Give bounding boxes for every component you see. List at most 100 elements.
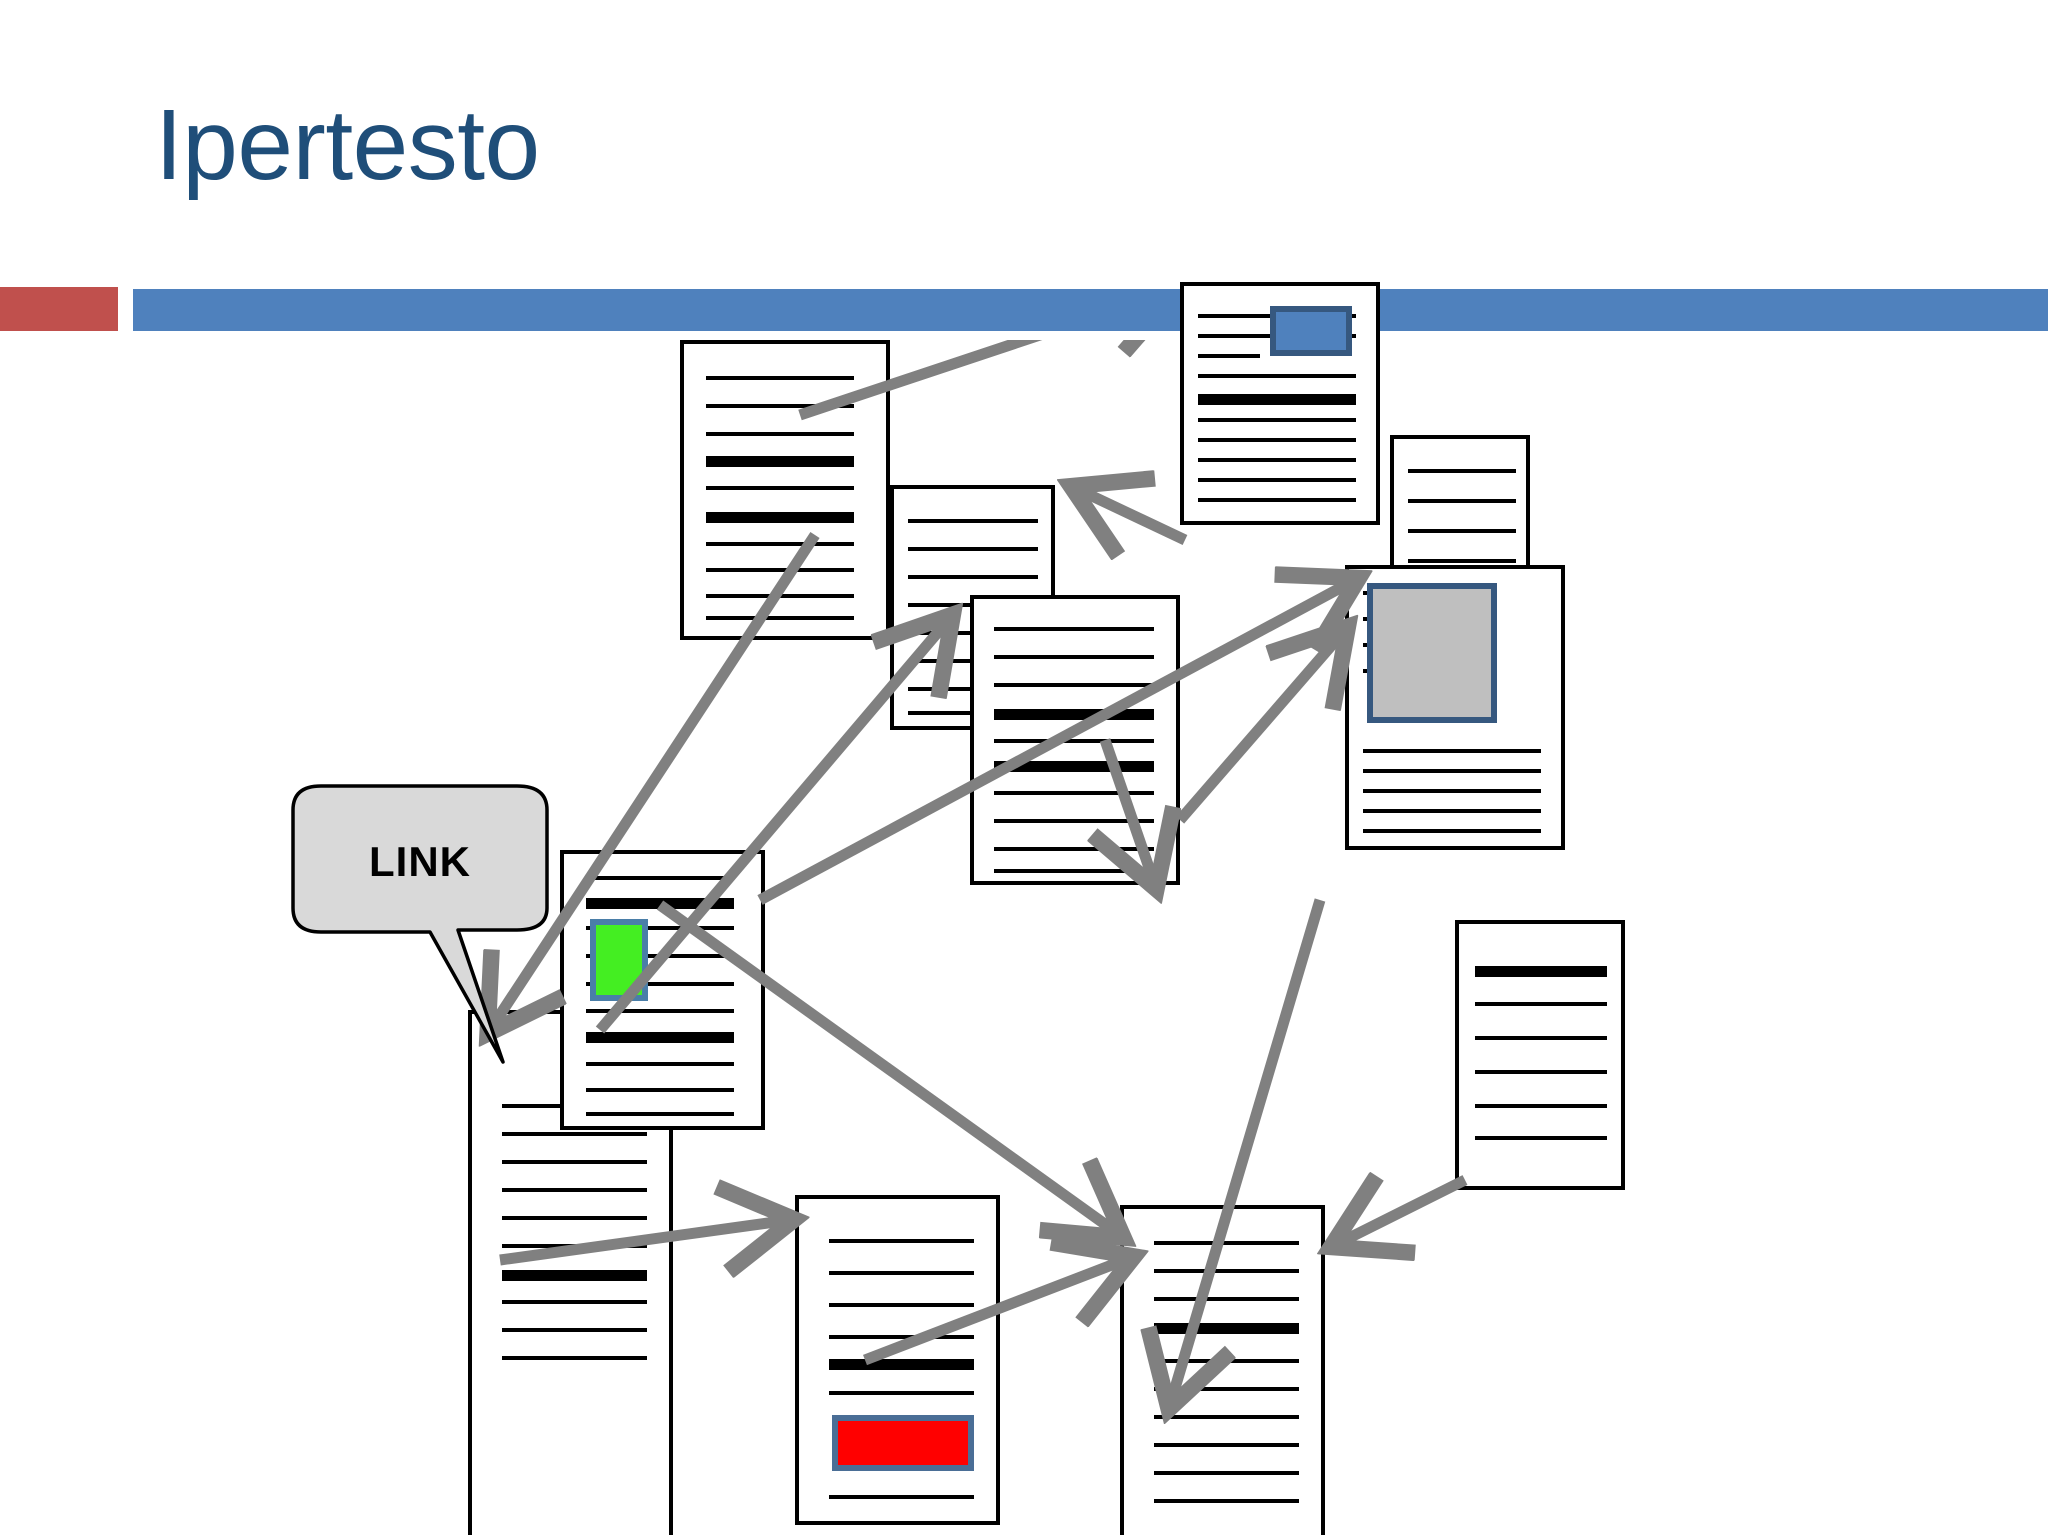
doc-text-line xyxy=(1154,1499,1299,1503)
doc-text-line xyxy=(1198,418,1356,422)
blue-image-box xyxy=(1270,306,1352,356)
doc-text-line xyxy=(829,1335,974,1339)
doc-text-line xyxy=(706,376,854,380)
doc-text-line xyxy=(994,869,1154,873)
doc-text-line xyxy=(1408,529,1516,533)
doc-text-line xyxy=(586,876,734,880)
doc-text-line xyxy=(1363,809,1541,813)
doc-text-line xyxy=(502,1328,647,1332)
doc-text-line xyxy=(1154,1269,1299,1273)
doc-text-line xyxy=(502,1244,647,1248)
doc-text-line xyxy=(1154,1387,1299,1391)
doc-text-line xyxy=(502,1160,647,1164)
document-node-far-right xyxy=(1455,920,1625,1190)
doc-text-line-bold xyxy=(1198,394,1356,405)
doc-text-line xyxy=(829,1239,974,1243)
document-node-bottom-red xyxy=(795,1195,1000,1525)
gray-image-box xyxy=(1367,583,1497,723)
doc-text-line xyxy=(502,1300,647,1304)
doc-text-line xyxy=(994,847,1154,851)
red-image-box xyxy=(832,1415,974,1471)
doc-text-line xyxy=(908,575,1038,579)
doc-text-line-bold xyxy=(586,1032,734,1043)
doc-text-line xyxy=(706,486,854,490)
callout-link-shape xyxy=(291,784,549,1064)
doc-text-line xyxy=(1154,1241,1299,1245)
doc-text-line xyxy=(994,683,1154,687)
doc-text-line xyxy=(994,819,1154,823)
accent-bar-red xyxy=(0,287,118,331)
doc-text-line xyxy=(994,627,1154,631)
doc-text-line xyxy=(502,1216,647,1220)
document-node-bottom-node xyxy=(1120,1205,1325,1535)
doc-text-line xyxy=(1154,1471,1299,1475)
doc-text-line xyxy=(586,1062,734,1066)
doc-text-line xyxy=(994,791,1154,795)
doc-text-line xyxy=(1408,559,1516,563)
doc-text-line xyxy=(1475,1104,1607,1108)
link-arrow xyxy=(1335,1180,1468,1245)
doc-text-line xyxy=(1154,1443,1299,1447)
doc-text-line xyxy=(1198,374,1356,378)
doc-text-line-bold xyxy=(994,761,1154,772)
doc-text-line xyxy=(829,1495,974,1499)
doc-text-line-bold xyxy=(829,1359,974,1370)
document-node-top-center xyxy=(680,340,890,640)
doc-text-line xyxy=(502,1356,647,1360)
doc-text-line xyxy=(706,568,854,572)
doc-text-line-bold xyxy=(1475,966,1607,977)
link-arrow xyxy=(1075,488,1188,540)
doc-text-line-bold xyxy=(1154,1323,1299,1334)
doc-text-line xyxy=(829,1303,974,1307)
link-arrow xyxy=(1175,630,1345,824)
document-node-top-right xyxy=(1180,282,1380,525)
doc-text-line xyxy=(1475,1136,1607,1140)
doc-text-line xyxy=(1154,1297,1299,1301)
doc-text-line xyxy=(1198,438,1356,442)
doc-text-line xyxy=(586,1009,734,1013)
doc-text-line-bold xyxy=(706,456,854,467)
doc-text-line xyxy=(908,519,1038,523)
doc-text-line xyxy=(706,616,854,620)
doc-text-line xyxy=(1475,1070,1607,1074)
callout-link-label: LINK xyxy=(369,838,471,885)
page-title: Ipertesto xyxy=(155,89,540,201)
document-node-mid-center xyxy=(970,595,1180,885)
doc-text-line xyxy=(1154,1359,1299,1363)
doc-text-line-bold xyxy=(706,512,854,523)
doc-text-line xyxy=(1363,749,1541,753)
doc-text-line xyxy=(706,594,854,598)
doc-text-line xyxy=(1198,354,1260,358)
doc-text-line xyxy=(1475,1002,1607,1006)
doc-text-line-bold xyxy=(502,1270,647,1281)
green-image-box xyxy=(590,919,648,1001)
doc-text-line xyxy=(1363,769,1541,773)
doc-text-line xyxy=(1198,478,1356,482)
hypertext-diagram: LINK NODO xyxy=(0,282,2048,1535)
doc-text-line xyxy=(502,1132,647,1136)
doc-text-line xyxy=(1363,789,1541,793)
doc-text-line xyxy=(829,1271,974,1275)
doc-text-line xyxy=(1408,469,1516,473)
doc-text-line xyxy=(1154,1415,1299,1419)
document-node-mid-right xyxy=(1345,565,1565,850)
document-node-left-green xyxy=(560,850,765,1130)
doc-text-line xyxy=(994,655,1154,659)
doc-text-line xyxy=(706,542,854,546)
doc-text-line xyxy=(502,1188,647,1192)
doc-text-line xyxy=(994,739,1154,743)
doc-text-line-bold xyxy=(586,898,734,909)
doc-text-line xyxy=(1198,498,1356,502)
doc-text-line xyxy=(1198,458,1356,462)
accent-bar-blue xyxy=(133,289,2048,331)
doc-text-line xyxy=(586,1088,734,1092)
callout-link: LINK xyxy=(265,780,575,1080)
doc-text-line xyxy=(706,432,854,436)
doc-text-line xyxy=(829,1391,974,1395)
doc-text-line xyxy=(706,404,854,408)
doc-text-line xyxy=(1475,1036,1607,1040)
doc-text-line-bold xyxy=(994,709,1154,720)
doc-text-line xyxy=(1408,499,1516,503)
doc-text-line xyxy=(586,1112,734,1116)
